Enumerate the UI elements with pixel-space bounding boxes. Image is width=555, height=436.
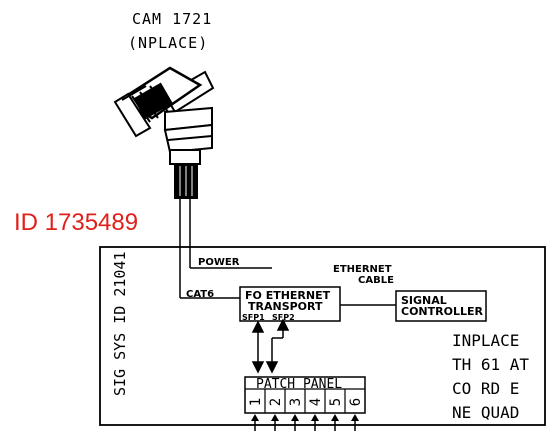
- ethernet-label-line2: CABLE: [358, 275, 394, 286]
- camera-icon: [113, 66, 215, 199]
- camera-name-line2: (NPLACE): [128, 34, 208, 52]
- fo-box-line2: TRANSPORT: [248, 300, 323, 313]
- fo-box-line1: FO ETHERNET: [245, 289, 331, 302]
- power-label: POWER: [198, 257, 240, 268]
- camera-cables: [179, 198, 272, 299]
- location-line-1: INPLACE: [452, 331, 519, 350]
- cat6-label: CAT6: [186, 289, 214, 300]
- sfp-to-patch-links: [251, 318, 290, 374]
- signal-line1: SIGNAL: [401, 294, 447, 307]
- ethernet-label-line1: ETHERNET: [333, 264, 392, 275]
- port-arrow-head: [251, 414, 259, 421]
- patch-port-4: 4: [308, 398, 324, 406]
- location-line-3: CO RD E: [452, 379, 519, 398]
- camera-name-line1: CAM 1721: [132, 10, 212, 28]
- sfp2-label: SFP2: [272, 313, 295, 322]
- cabinet-side-label: SIG SYS ID 21041: [111, 252, 129, 397]
- port-arrow-head: [291, 414, 299, 421]
- fo-ethernet-transport-box: FO ETHERNET TRANSPORT SFP1 SFP2: [239, 286, 341, 322]
- patch-port-6: 6: [348, 398, 364, 406]
- cabinet-outline: [99, 246, 546, 426]
- patch-panel-label: PATCH PANEL: [256, 377, 342, 392]
- signal-controller-box: SIGNAL CONTROLLER: [395, 290, 487, 322]
- port-arrow-head: [331, 414, 339, 421]
- patch-port-5: 5: [328, 398, 344, 406]
- signal-line2: CONTROLLER: [401, 305, 483, 318]
- port-arrow-head: [311, 414, 319, 421]
- port-arrows: [251, 414, 359, 431]
- patch-port-3: 3: [288, 398, 304, 406]
- patch-port-1: 1: [248, 398, 264, 406]
- location-line-4: NE QUAD: [452, 403, 519, 422]
- port-arrow-head: [351, 414, 359, 421]
- port-arrow-head: [271, 414, 279, 421]
- patch-port-2: 2: [268, 398, 284, 406]
- sfp1-label: SFP1: [242, 313, 265, 322]
- id-label: ID 1735489: [14, 209, 138, 236]
- location-line-2: TH 61 AT: [452, 355, 529, 374]
